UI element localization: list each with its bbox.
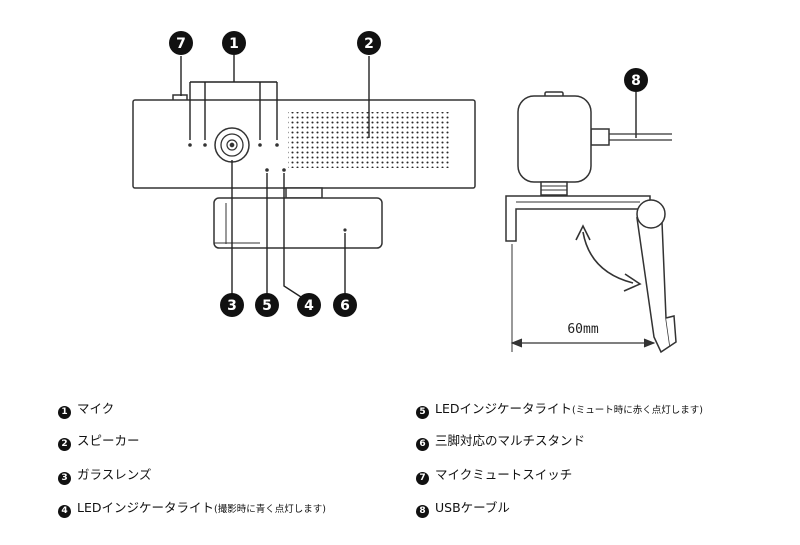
callout-2-text: 2 — [364, 36, 374, 52]
stand — [213, 197, 383, 249]
legend-badge: 7 — [416, 471, 429, 485]
legend-badge: 2 — [58, 437, 71, 451]
legend-label: マイクミュートスイッチ — [435, 467, 573, 482]
legend-item-led-mute: 5 LEDインジケータライト (ミュート時に赤く点灯します) — [416, 401, 703, 419]
callout-1: 1 — [222, 31, 246, 55]
legend-item-speaker: 2 スピーカー — [58, 433, 140, 451]
legend-badge: 8 — [416, 504, 429, 518]
callout-6: 6 — [333, 293, 357, 317]
legend-badge: 1 — [58, 405, 71, 419]
callout-1-text: 1 — [229, 36, 239, 52]
rotation-arrow — [582, 231, 634, 284]
callout-5-text: 5 — [262, 298, 272, 314]
legend-label: USBケーブル — [435, 500, 510, 515]
led-mute — [265, 168, 269, 172]
legend-badge: 4 — [58, 504, 71, 518]
mic-hole — [275, 143, 279, 147]
legend-badge: 3 — [58, 471, 71, 485]
legend-label: 三脚対応のマルチスタンド — [435, 433, 586, 448]
legend-label: LEDインジケータライト — [435, 401, 572, 416]
callout-4-text: 4 — [304, 298, 314, 314]
usb-cable — [609, 133, 672, 141]
leader-lines — [180, 55, 637, 298]
legend-label: ガラスレンズ — [77, 467, 152, 482]
legend-badge: 5 — [416, 405, 429, 419]
callout-8-text: 8 — [631, 73, 641, 89]
mic-hole — [188, 143, 192, 147]
mic-hole — [203, 143, 207, 147]
legend-label: マイク — [77, 401, 115, 416]
callout-8: 8 — [624, 68, 648, 92]
callout-4: 4 — [297, 293, 321, 317]
legend-note: (ミュート時に赤く点灯します) — [572, 405, 703, 416]
callout-3: 3 — [220, 293, 244, 317]
led-capture — [282, 168, 286, 172]
legend-item-led-capture: 4 LEDインジケータライト (撮影時に青く点灯します) — [58, 500, 326, 518]
clip-top — [505, 195, 651, 242]
callout-7-text: 7 — [176, 36, 186, 52]
legend-item-microphone: 1 マイク — [58, 401, 115, 419]
dimension-label: 60mm — [567, 322, 598, 337]
hinge — [636, 199, 666, 229]
side-view — [505, 91, 677, 354]
callouts: 7 1 2 8 3 5 4 6 — [169, 31, 648, 317]
callout-5: 5 — [255, 293, 279, 317]
callout-7: 7 — [169, 31, 193, 55]
legend-note: (撮影時に青く点灯します) — [214, 504, 326, 515]
callout-2: 2 — [357, 31, 381, 55]
legend-item-glass-lens: 3 ガラスレンズ — [58, 467, 152, 485]
legend-badge: 6 — [416, 437, 429, 451]
legend-item-mute-switch: 7 マイクミュートスイッチ — [416, 467, 573, 485]
legend-label: LEDインジケータライト — [77, 500, 214, 515]
legend-item-usb-cable: 8 USBケーブル — [416, 500, 510, 518]
callout-6-text: 6 — [340, 298, 350, 314]
lens-inner — [220, 133, 244, 157]
legend-item-stand: 6 三脚対応のマルチスタンド — [416, 433, 586, 451]
callout-3-text: 3 — [227, 298, 237, 314]
legend-label: スピーカー — [77, 433, 140, 448]
mic-hole — [258, 143, 262, 147]
